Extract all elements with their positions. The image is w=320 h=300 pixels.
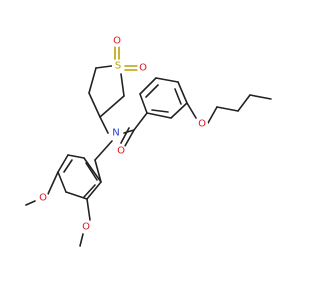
bond (86, 181, 102, 200)
bond (174, 88, 182, 105)
oxygen-label: O (139, 63, 147, 74)
oxygen-label: O (117, 146, 125, 157)
bond (99, 95, 125, 118)
bond (86, 198, 91, 221)
atom-label-n: N (110, 127, 122, 139)
bond (83, 157, 102, 183)
bond (207, 106, 218, 124)
structure-diagram: S O O N O O O O (25, 35, 272, 247)
bond (177, 81, 188, 104)
bond (237, 94, 251, 112)
atom-label-s: S (112, 60, 124, 72)
atom-label-o: O (115, 145, 127, 157)
bond (57, 154, 69, 173)
bond (85, 162, 98, 181)
benzoyl-ring (139, 77, 188, 119)
bond (47, 171, 59, 195)
atom-label-o: O (37, 192, 49, 204)
bond (88, 67, 97, 94)
bond (88, 92, 101, 118)
bond (25, 200, 36, 206)
bond (155, 77, 179, 83)
bond (124, 129, 135, 147)
bond (99, 116, 109, 134)
bond (146, 112, 172, 119)
bond (94, 140, 113, 161)
bond (139, 93, 148, 114)
bond (151, 109, 169, 113)
oxygen-label: O (82, 222, 90, 233)
bond (139, 77, 157, 95)
bond (216, 106, 239, 112)
atom-label-o: O (137, 62, 149, 74)
bond (133, 112, 148, 131)
bond (145, 84, 159, 98)
bond (57, 171, 67, 193)
bond (67, 154, 85, 159)
nitrogen-label: N (112, 128, 119, 139)
sulfur-label: S (115, 61, 121, 72)
oxygen-label: O (39, 193, 47, 204)
bond (83, 184, 96, 198)
bond (79, 233, 84, 247)
bond (65, 191, 88, 200)
dimethoxyphenyl-ring (57, 154, 102, 200)
oxygen-label: O (198, 119, 206, 130)
bond (63, 159, 73, 173)
bond (249, 94, 272, 100)
bond (186, 102, 197, 119)
molecule-drawing: S O O N O O O O (25, 35, 272, 247)
bond (170, 102, 188, 119)
sulfolane-ring (88, 45, 139, 118)
bond (123, 129, 135, 134)
atom-label-o: O (80, 221, 92, 233)
atom-label-o: O (111, 35, 123, 47)
atom-label-o: O (196, 118, 208, 130)
bond (120, 73, 125, 97)
bond (94, 159, 102, 183)
bond (120, 127, 130, 144)
oxygen-label: O (113, 36, 121, 47)
